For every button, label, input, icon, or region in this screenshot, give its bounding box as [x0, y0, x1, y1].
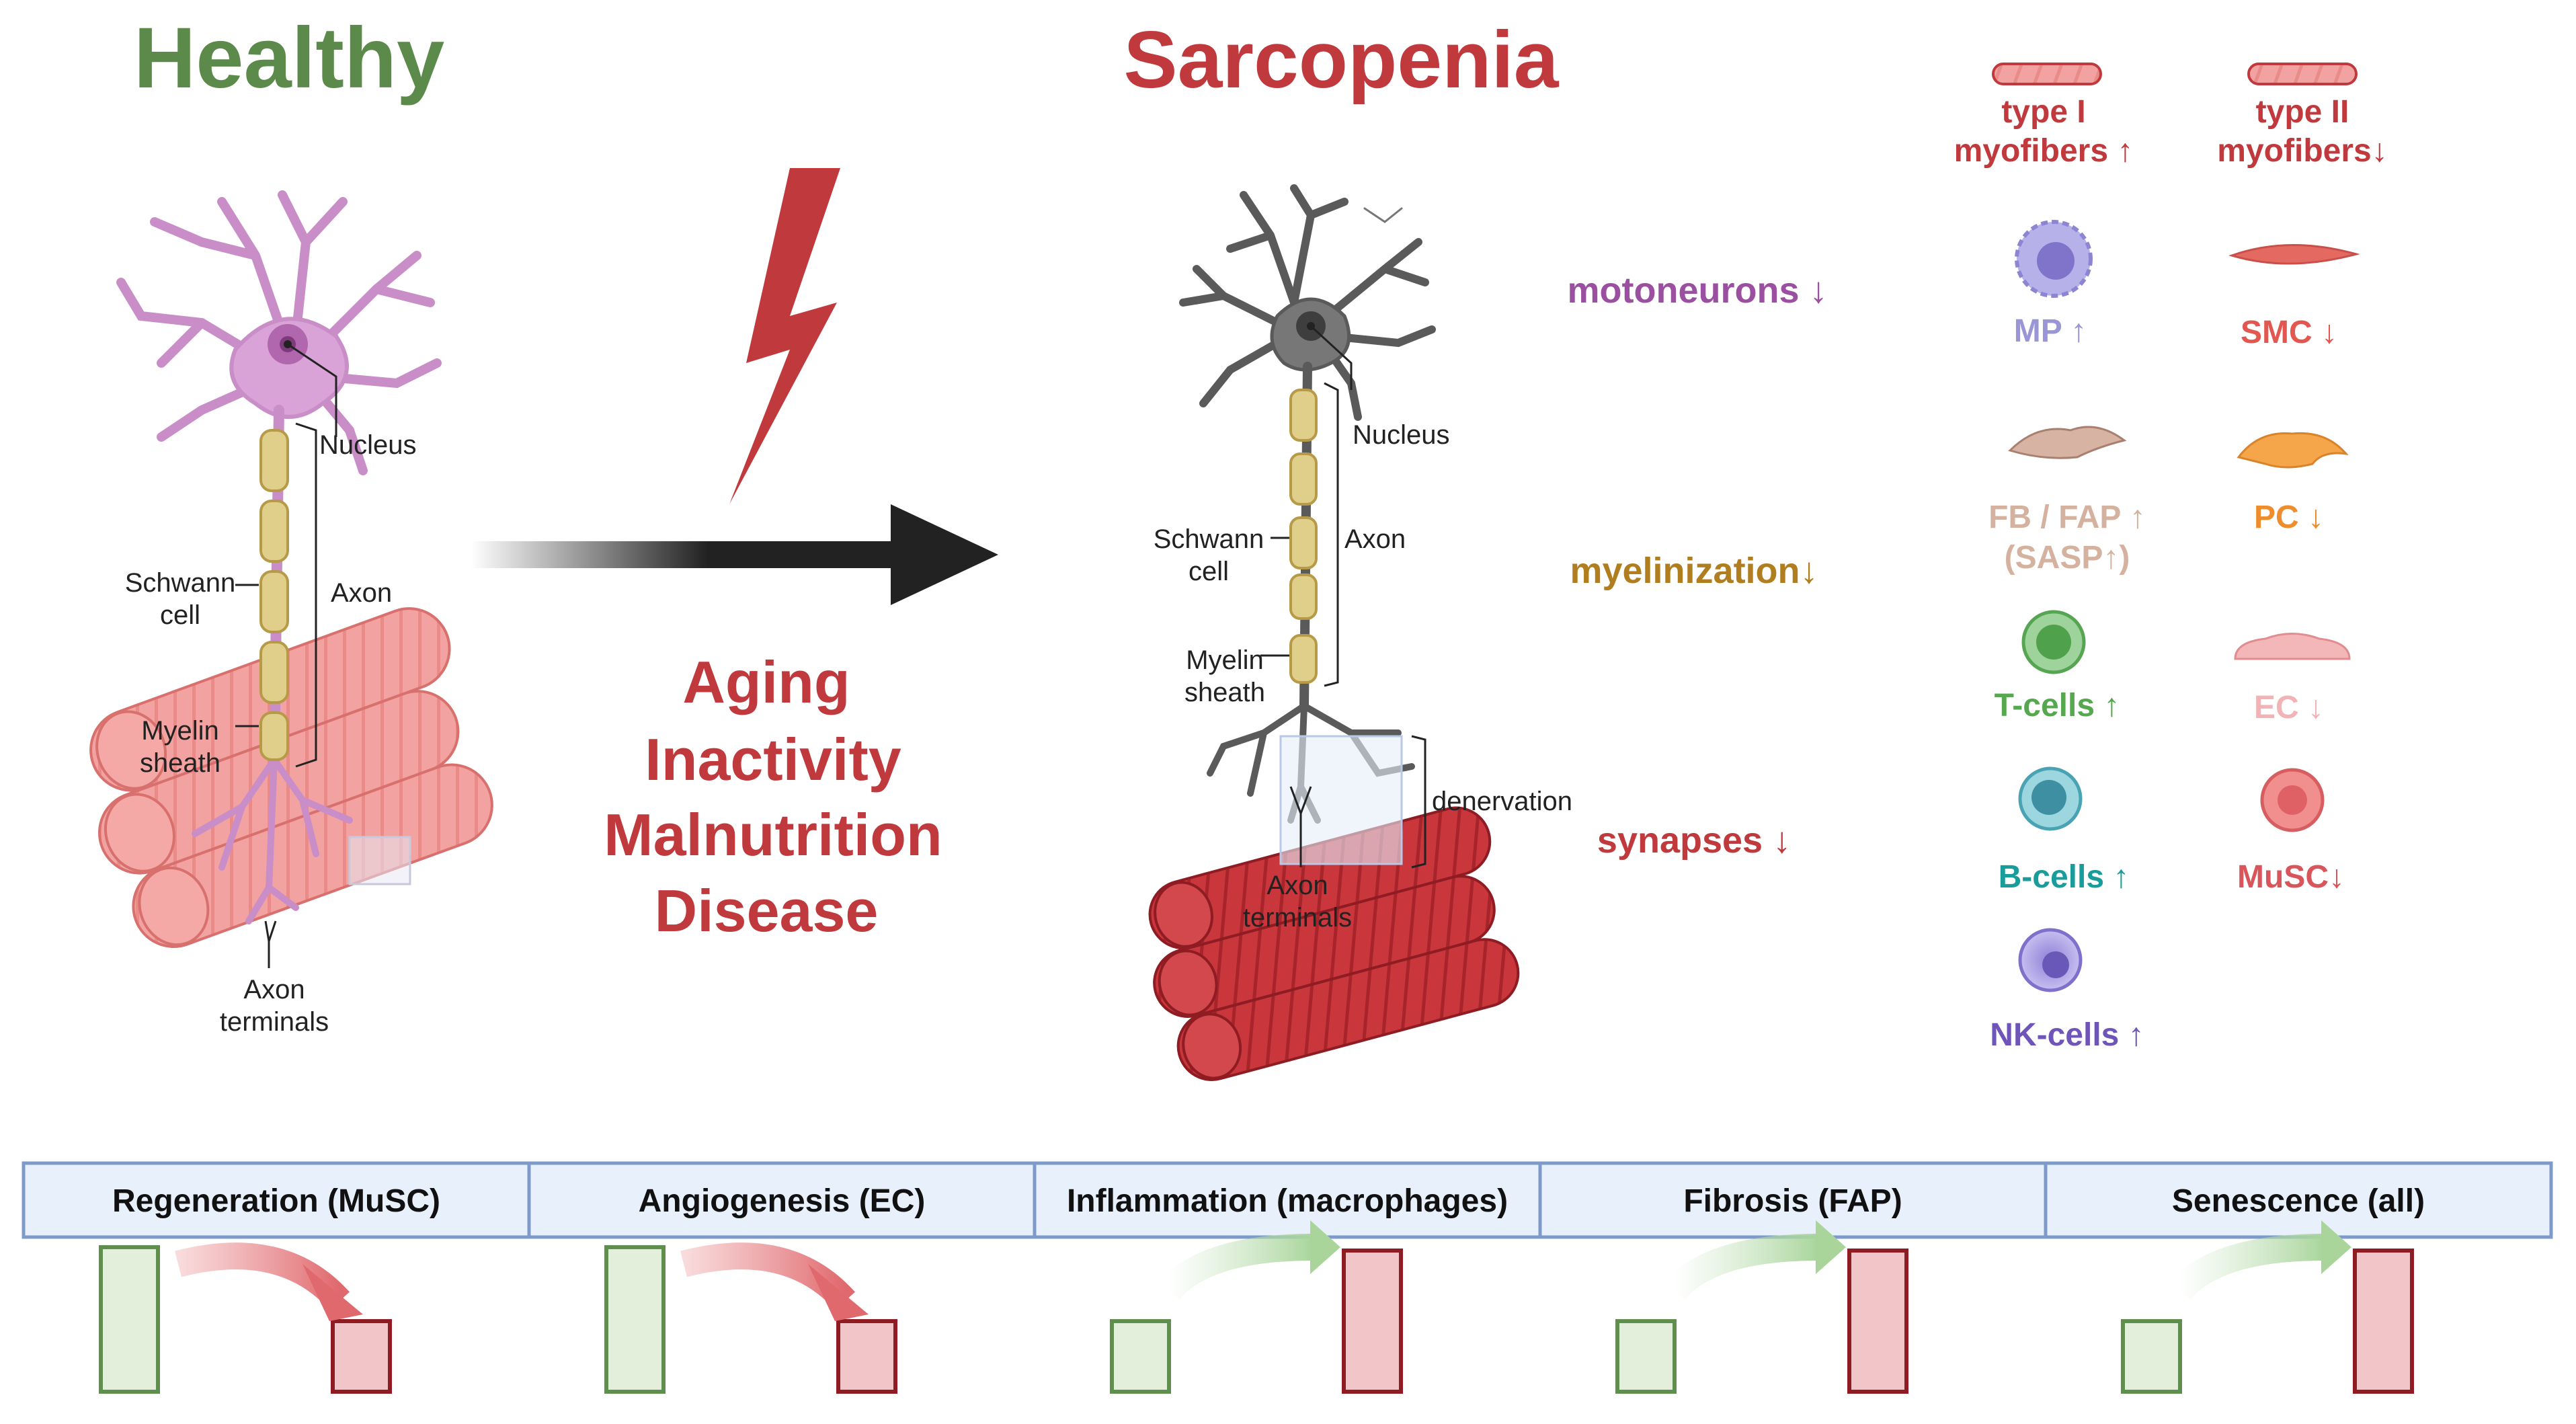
increase-arrowhead — [2321, 1220, 2351, 1274]
process-label: Senescence (all) — [2172, 1183, 2425, 1219]
after-bar — [2353, 1249, 2414, 1394]
mp-label: MP ↑ — [2014, 313, 2087, 349]
before-bar — [604, 1245, 666, 1394]
type1-label-1: type I — [2001, 94, 2085, 130]
healthy-terminals-label-1: Axon — [243, 975, 305, 1004]
tcell-icon — [2021, 610, 2086, 674]
sarcopenia-terminals-label-1: Axon — [1266, 871, 1328, 900]
type1-label-2: myofibers ↑ — [1954, 133, 2134, 169]
healthy-axon-label: Axon — [331, 578, 392, 608]
nkcells-label: NK-cells ↑ — [1990, 1017, 2144, 1053]
factor-malnutrition: Malnutrition — [604, 801, 942, 868]
sarcopenia-neuron-annotations — [1260, 325, 1426, 869]
process-header-senescence-all — [2044, 1161, 2553, 1239]
ec-label: EC ↓ — [2254, 690, 2324, 725]
after-bar — [836, 1319, 897, 1394]
pc-label: PC ↓ — [2254, 500, 2324, 535]
title-sarcopenia: Sarcopenia — [1124, 15, 1560, 105]
bcells-label: B-cells ↑ — [1999, 859, 2130, 895]
after-bar — [1847, 1249, 1908, 1394]
before-bar — [99, 1245, 160, 1394]
pericyte-icon — [2237, 432, 2349, 469]
progression-arrow — [471, 504, 998, 605]
lightning-bolt-icon — [729, 168, 840, 504]
healthy-schwann-label-1: Schwann — [125, 568, 236, 598]
type2-label-1: type II — [2256, 94, 2349, 130]
sarcopenia-myelin-segments — [1289, 389, 1318, 684]
after-bar — [1342, 1249, 1403, 1394]
smc-icon — [2228, 244, 2360, 265]
process-header-angiogenesis-ec — [527, 1161, 1037, 1239]
smc-label: SMC ↓ — [2241, 315, 2337, 350]
fb-label-2: (SASP↑) — [2005, 540, 2130, 576]
macrophage-icon — [2015, 220, 2093, 298]
musc-label: MuSC↓ — [2237, 859, 2345, 895]
sarcopenia-axon-label: Axon — [1344, 524, 1406, 554]
healthy-nucleus-pointer — [284, 340, 292, 348]
increase-arrowhead — [1310, 1220, 1340, 1274]
tcells-label: T-cells ↑ — [1995, 688, 2120, 723]
factor-disease: Disease — [655, 877, 879, 944]
healthy-myelin-segments — [259, 429, 289, 761]
increase-arrowhead — [1816, 1220, 1846, 1274]
healthy-neuron-annotations — [235, 343, 337, 968]
increase-arrow — [1664, 1234, 1820, 1300]
change-motoneurons: motoneurons ↓ — [1568, 270, 1828, 311]
type1-myofiber-icon — [1992, 63, 2102, 85]
healthy-terminals-label-2: terminals — [220, 1007, 329, 1037]
type2-label-2: myofibers↓ — [2217, 133, 2387, 169]
before-bar — [1615, 1319, 1677, 1394]
sarcopenia-schwann-label-2: cell — [1189, 557, 1229, 586]
process-label: Fibrosis (FAP) — [1683, 1183, 1902, 1219]
denervation-label: denervation — [1432, 787, 1572, 816]
fibroblast-icon — [2008, 426, 2127, 459]
sarcopenia-nucleus-label: Nucleus — [1353, 420, 1450, 450]
process-label: Angiogenesis (EC) — [639, 1183, 926, 1219]
increase-arrow — [2169, 1234, 2325, 1300]
sarcopenia-terminals-label-2: terminals — [1243, 903, 1352, 933]
healthy-myelin-label-2: sheath — [140, 748, 220, 778]
sarcopenia-myelin-label-2: sheath — [1184, 678, 1265, 707]
healthy-nucleus-label: Nucleus — [319, 430, 417, 460]
sarcopenia-myelin-label-1: Myelin — [1186, 645, 1264, 675]
change-myelinization: myelinization↓ — [1570, 551, 1818, 591]
healthy-schwann-label-2: cell — [160, 600, 200, 630]
increase-arrow — [1158, 1234, 1314, 1300]
bcell-icon — [2018, 766, 2083, 831]
before-bar — [1110, 1319, 1171, 1394]
decrease-arrowhead — [303, 1264, 363, 1321]
sarcopenia-schwann-label-1: Schwann — [1154, 524, 1264, 554]
sarcopenia-muscle-bundle — [1148, 806, 1520, 1081]
nkcell-icon — [2018, 928, 2083, 992]
title-healthy: Healthy — [134, 10, 444, 106]
factor-inactivity: Inactivity — [645, 726, 901, 793]
before-bar — [2121, 1319, 2182, 1394]
sarcopenia-nucleus-pointer — [1307, 322, 1315, 330]
process-label: Inflammation (macrophages) — [1067, 1183, 1508, 1219]
change-synapses: synapses ↓ — [1597, 820, 1791, 861]
musc-icon — [2260, 768, 2325, 832]
fb-label-1: FB / FAP ↑ — [1988, 500, 2146, 535]
process-label: Regeneration (MuSC) — [112, 1183, 440, 1219]
process-panels: Regeneration (MuSC) Angiogenesis (EC) Infl… — [22, 1161, 2553, 1394]
healthy-myelin-label-1: Myelin — [141, 716, 219, 746]
endothelial-icon — [2234, 633, 2351, 660]
type2-myofiber-icon — [2247, 63, 2358, 85]
factor-aging: Aging — [682, 649, 850, 715]
after-bar — [331, 1319, 392, 1394]
denervation-highlight — [1279, 735, 1403, 865]
decrease-arrowhead — [808, 1264, 869, 1321]
